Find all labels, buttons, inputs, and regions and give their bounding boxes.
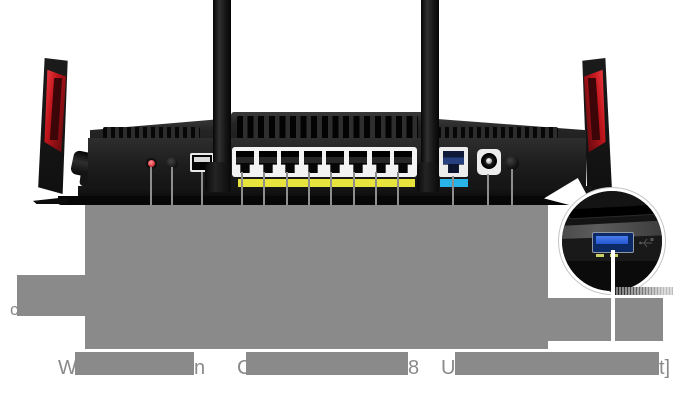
base-shadow-left bbox=[33, 197, 68, 204]
dc-power-pin bbox=[486, 158, 492, 164]
callout-line-lan1 bbox=[241, 172, 243, 206]
lan-port-block bbox=[232, 147, 417, 177]
lan-port-6 bbox=[349, 151, 367, 173]
redaction-block-below-inset bbox=[548, 298, 663, 341]
callout-line-power bbox=[511, 169, 513, 206]
lan-port-5 bbox=[326, 151, 344, 173]
callout-line-usb2 bbox=[201, 172, 203, 206]
power-button bbox=[505, 156, 519, 170]
usb3-pin-left bbox=[596, 254, 604, 257]
antenna-post-mid-right-base bbox=[417, 162, 439, 192]
wan-port-socket bbox=[443, 151, 464, 173]
reset-button bbox=[166, 157, 178, 169]
lan-port-1 bbox=[236, 151, 254, 173]
redaction-block-label-1 bbox=[75, 352, 194, 375]
lan-port-3 bbox=[281, 151, 299, 173]
label-fragment-t-bracket: t] bbox=[659, 357, 671, 379]
label-fragment-n: n bbox=[194, 357, 206, 379]
usb-icon bbox=[639, 238, 654, 248]
callout-line-lan7 bbox=[375, 172, 377, 206]
vent-grille-right bbox=[437, 127, 558, 139]
antenna-post-mid-left bbox=[213, 0, 231, 190]
redaction-block-main bbox=[85, 205, 548, 349]
redaction-block-label-3 bbox=[455, 352, 659, 375]
inset-barcode-strip bbox=[615, 287, 673, 295]
lan-port-7 bbox=[372, 151, 390, 173]
lan-port-4 bbox=[304, 151, 322, 173]
callout-line-usb3-inset bbox=[611, 250, 615, 350]
callout-line-dc bbox=[487, 174, 489, 206]
wps-led bbox=[148, 160, 155, 167]
callout-line-lan8 bbox=[397, 172, 399, 206]
label-fragment-u: U bbox=[441, 357, 456, 379]
antenna-post-mid-left-base bbox=[205, 162, 231, 192]
lan-highlight-bar bbox=[238, 179, 415, 187]
callout-line-lan5 bbox=[330, 172, 332, 206]
label-fragment-w: W bbox=[58, 357, 77, 379]
label-fragment-8: 8 bbox=[408, 357, 420, 379]
lan-port-8 bbox=[394, 151, 412, 173]
usb3-port-tongue bbox=[596, 236, 628, 244]
vent-grille-left bbox=[103, 127, 200, 139]
body-base-shadow bbox=[58, 196, 599, 205]
redaction-block-mid-left bbox=[17, 275, 85, 316]
lan-port-2 bbox=[259, 151, 277, 173]
label-fragment-mid: c bbox=[10, 300, 19, 319]
vent-grille-center bbox=[237, 116, 418, 139]
callout-line-wan bbox=[452, 176, 454, 206]
callout-line-lan2 bbox=[263, 172, 265, 206]
wan-highlight-bar bbox=[440, 179, 468, 187]
callout-line-lan6 bbox=[353, 172, 355, 206]
callout-line-wps bbox=[150, 167, 152, 206]
antenna-post-mid-right bbox=[421, 0, 439, 190]
redaction-block-label-2 bbox=[246, 352, 408, 375]
callout-line-reset bbox=[171, 167, 173, 206]
callout-line-lan4 bbox=[308, 172, 310, 206]
callout-line-lan3 bbox=[286, 172, 288, 206]
